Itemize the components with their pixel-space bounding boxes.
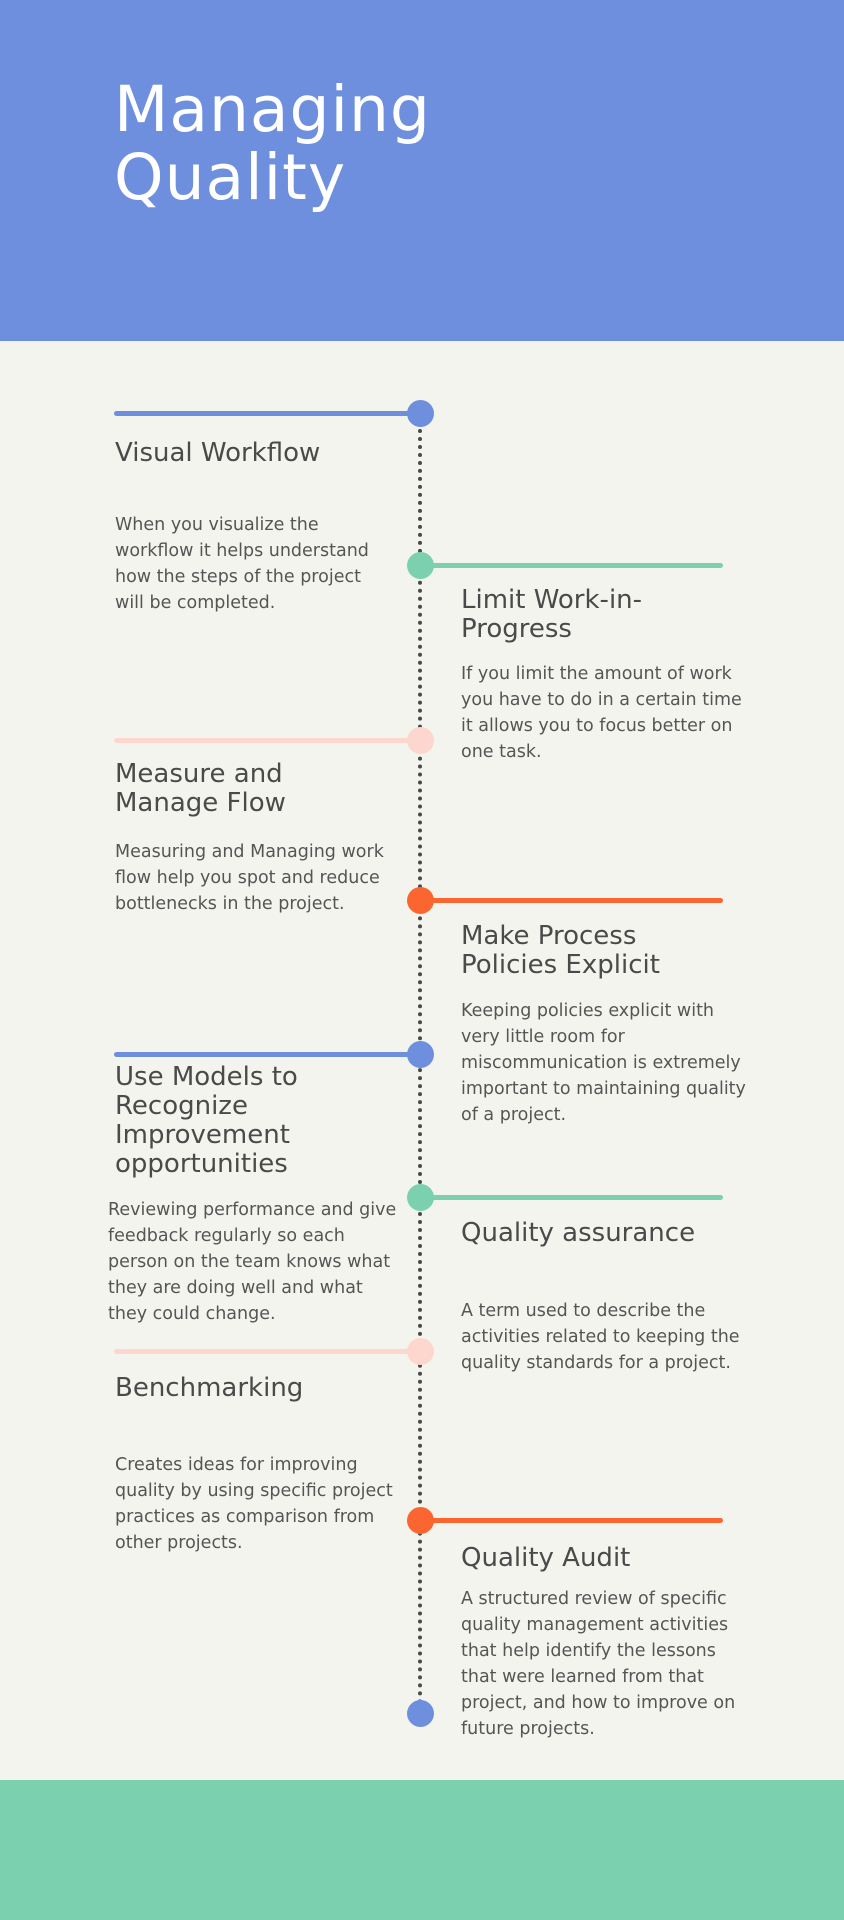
title-line-1: Managing <box>114 73 431 146</box>
item-description: Keeping policies explicit with very litt… <box>461 1001 746 1125</box>
connector-line <box>420 1518 723 1523</box>
item-title: Quality Audit <box>461 1543 631 1573</box>
timeline-dot <box>407 1041 434 1068</box>
connector-line <box>420 898 723 903</box>
item-description: A structured review of specific quality … <box>461 1589 736 1739</box>
timeline-dot <box>407 552 434 579</box>
timeline-dot <box>407 887 434 914</box>
timeline-dot <box>407 400 434 427</box>
timeline-dot <box>407 1184 434 1211</box>
connector-line <box>114 738 420 743</box>
title-line-2: Quality <box>114 141 347 214</box>
item-title: Use Models to Recognize Improvement oppo… <box>115 1062 298 1179</box>
item-title: Quality assurance <box>461 1218 696 1248</box>
item-title: Visual Workflow <box>115 438 321 468</box>
footer-band <box>0 1780 844 1920</box>
item-description: If you limit the amount of work you have… <box>461 664 742 762</box>
item-title: Benchmarking <box>115 1373 304 1403</box>
timeline-dot <box>407 1338 434 1365</box>
item-title: Make Process Policies Explicit <box>461 921 660 980</box>
item-description: When you visualize the workflow it helps… <box>115 515 369 613</box>
item-description: Reviewing performance and give feedback … <box>108 1200 397 1324</box>
item-title: Measure and Manage Flow <box>115 759 286 818</box>
connector-line <box>420 1195 723 1200</box>
item-title: Limit Work-in-Progress <box>461 585 643 644</box>
timeline-end-dot <box>407 1700 434 1727</box>
connector-line <box>114 1052 420 1057</box>
connector-line <box>114 411 420 416</box>
connector-line <box>114 1349 420 1354</box>
timeline-dot <box>407 1507 434 1534</box>
timeline-dot <box>407 727 434 754</box>
item-description: Creates ideas for improving quality by u… <box>115 1455 393 1553</box>
item-description: A term used to describe the activities r… <box>461 1301 740 1373</box>
item-description: Measuring and Managing work flow help yo… <box>115 842 384 914</box>
connector-line <box>420 563 723 568</box>
